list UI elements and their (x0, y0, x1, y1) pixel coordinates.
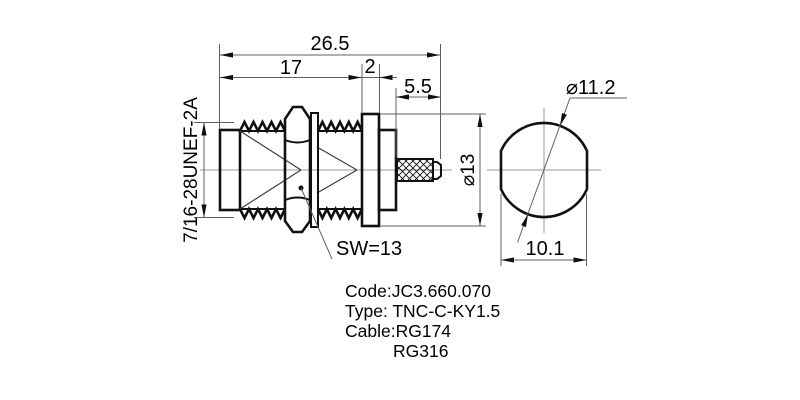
crimp-barrel (396, 158, 434, 182)
dim-10-1-label: 10.1 (526, 238, 565, 260)
info-block: Code:JC3.660.070 Type: TNC-C-KY1.5 Cable… (345, 281, 500, 361)
hex-nut (283, 105, 312, 234)
connector-end-cap (218, 128, 242, 212)
connector-side-view (218, 105, 442, 234)
dimension-flange-diameter: ⌀13 (380, 113, 486, 227)
dimension-thread-length: 17 (220, 57, 363, 113)
dim-2-label: 2 (364, 56, 375, 78)
cone-lines (239, 130, 358, 210)
washer (310, 112, 319, 228)
type-line: Type: TNC-C-KY1.5 (345, 301, 500, 321)
dimension-end-diameter: ⌀11.2 (517, 77, 627, 243)
sw13-label: SW=13 (336, 238, 402, 260)
dimension-total-length: 26.5 (219, 33, 441, 159)
thread-spec-label: 7/16-28UNEF-2A (181, 97, 202, 243)
dimension-tail-length: 5.5 (395, 76, 441, 157)
cable-line-2: RG316 (393, 341, 448, 361)
dim-dia11-2-label: ⌀11.2 (566, 77, 615, 99)
hex-wrench-callout: SW=13 (298, 185, 402, 260)
connector-end-view (499, 121, 589, 219)
thread-section-front (238, 119, 287, 221)
cable-line: Cable:RG174 (345, 321, 451, 341)
dimension-flange-thickness: 2 (361, 56, 397, 113)
thread-section-rear (316, 119, 364, 221)
dim-5-5-label: 5.5 (404, 76, 432, 98)
dim-26-5-label: 26.5 (311, 33, 350, 55)
code-line: Code:JC3.660.070 (345, 281, 491, 301)
dimension-thread-spec: 7/16-28UNEF-2A (181, 97, 234, 243)
dim-dia13-label: ⌀13 (458, 154, 479, 187)
barrel-tip (432, 161, 442, 180)
dimension-across-flats: 10.1 (500, 194, 587, 266)
end-view-outline (499, 121, 589, 219)
dim-17-label: 17 (280, 57, 302, 79)
